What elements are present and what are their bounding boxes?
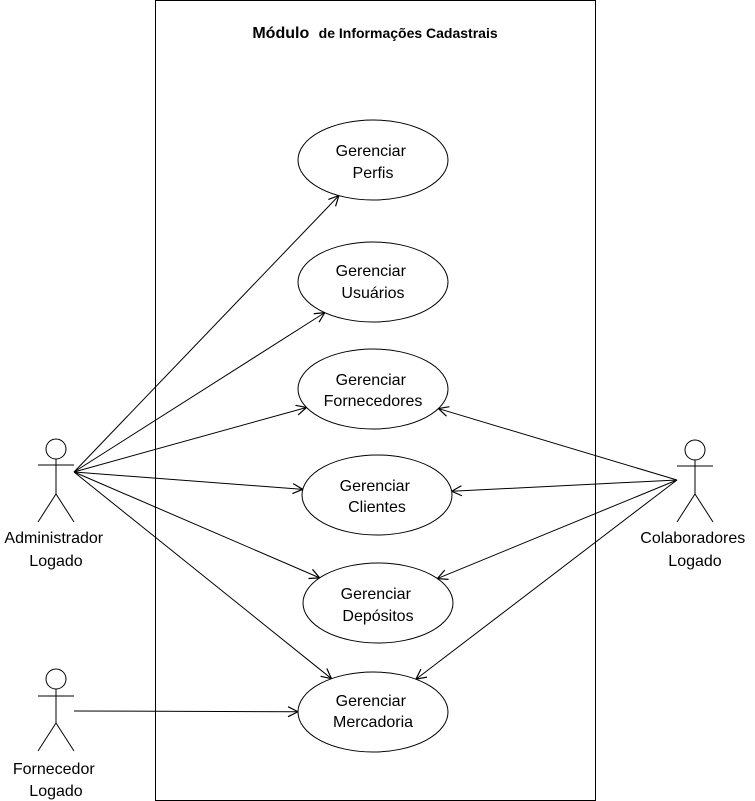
system-title: Módulo de Informações Cadastrais bbox=[252, 25, 498, 42]
use-case-usuarios-line1: Gerenciar bbox=[336, 263, 407, 280]
actor-colaboradores-line2: Logado bbox=[668, 553, 721, 570]
actor-fornecedor[interactable] bbox=[37, 668, 75, 752]
use-case-depositos-line1: Gerenciar bbox=[341, 586, 412, 603]
actor-fornecedor-label: Fornecedor Logado bbox=[13, 761, 99, 800]
use-case-clientes-line2: Clientes bbox=[348, 499, 406, 516]
use-case-fornecedores-line1: Gerenciar bbox=[336, 372, 407, 389]
use-case-depositos-line2: Depósitos bbox=[342, 608, 413, 625]
association-admin-depositos bbox=[73, 471, 320, 578]
use-case-perfis[interactable]: Gerenciar Perfis bbox=[297, 119, 449, 201]
use-case-fornecedores-shape[interactable] bbox=[297, 348, 449, 430]
use-case-perfis-label: Gerenciar Perfis bbox=[336, 143, 411, 182]
use-case-mercadoria-line1: Gerenciar bbox=[336, 693, 407, 710]
use-case-fornecedores[interactable]: Gerenciar Fornecedores bbox=[297, 348, 449, 430]
actor-administrador[interactable] bbox=[37, 438, 75, 523]
use-case-mercadoria-label: Gerenciar Mercadoria bbox=[333, 693, 413, 731]
association-admin-fornecedores bbox=[73, 407, 306, 473]
use-case-clientes-line1: Gerenciar bbox=[340, 478, 411, 495]
use-case-usuarios[interactable]: Gerenciar Usuários bbox=[297, 241, 449, 323]
actor-administrador-line2: Logado bbox=[29, 553, 82, 570]
use-case-usuarios-line2: Usuários bbox=[341, 285, 404, 302]
use-case-clientes[interactable]: Gerenciar Clientes bbox=[301, 454, 453, 536]
association-colab-fornecedores bbox=[438, 409, 678, 481]
actor-fornecedor-line1: Fornecedor bbox=[13, 761, 95, 778]
association-colab-depositos bbox=[437, 479, 678, 579]
use-case-mercadoria-shape[interactable] bbox=[297, 671, 449, 753]
association-colab-mercadoria bbox=[416, 479, 678, 679]
actor-colaboradores-line1: Colaboradores bbox=[640, 530, 745, 547]
actor-fornecedor-line2: Logado bbox=[29, 783, 82, 800]
use-case-mercadoria-line2: Mercadoria bbox=[333, 714, 413, 731]
stick-figure-icon bbox=[37, 668, 75, 752]
actor-colaboradores-label: Colaboradores Logado bbox=[640, 530, 749, 570]
use-case-fornecedores-label: Gerenciar Fornecedores bbox=[324, 372, 423, 410]
use-case-fornecedores-line2: Fornecedores bbox=[324, 393, 423, 410]
use-case-perfis-line1: Gerenciar bbox=[336, 143, 407, 160]
association-fornecedor-mercadoria bbox=[73, 711, 298, 712]
use-case-perfis-line2: Perfis bbox=[353, 165, 394, 182]
use-case-perfis-shape[interactable] bbox=[297, 119, 449, 201]
use-case-usuarios-label: Gerenciar Usuários bbox=[336, 263, 411, 302]
association-admin-mercadoria bbox=[73, 471, 331, 679]
association-admin-perfis bbox=[73, 196, 339, 473]
actor-administrador-label: Administrador Logado bbox=[4, 530, 107, 570]
use-case-mercadoria[interactable]: Gerenciar Mercadoria bbox=[297, 671, 449, 753]
use-case-depositos-label: Gerenciar Depósitos bbox=[341, 586, 416, 625]
system-title-main: Módulo bbox=[252, 25, 309, 42]
use-case-usuarios-shape[interactable] bbox=[297, 241, 449, 323]
use-case-depositos[interactable]: Gerenciar Depósitos bbox=[302, 562, 454, 644]
stick-figure-icon bbox=[676, 439, 714, 523]
use-case-depositos-shape[interactable] bbox=[302, 562, 454, 644]
association-admin-usuarios bbox=[73, 313, 325, 473]
stick-figure-icon bbox=[37, 438, 75, 523]
use-case-clientes-label: Gerenciar Clientes bbox=[340, 478, 415, 516]
association-admin-clientes bbox=[73, 471, 303, 489]
system-title-sub: de Informações Cadastrais bbox=[319, 25, 498, 41]
use-case-clientes-shape[interactable] bbox=[301, 454, 453, 536]
actor-administrador-line1: Administrador bbox=[4, 530, 103, 547]
association-colab-clientes bbox=[452, 479, 678, 491]
associations bbox=[73, 196, 678, 712]
actor-colaboradores[interactable] bbox=[676, 439, 714, 523]
